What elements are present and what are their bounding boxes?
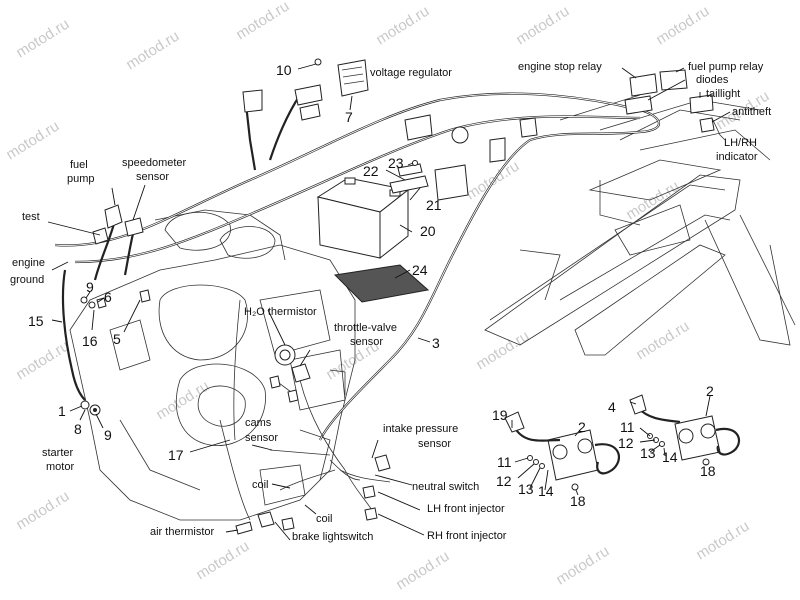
label-rh-front-injector: RH front injector [427,530,507,542]
label-lh-rh: LH/RH [724,137,757,149]
label-throttle-sensor: sensor [350,336,383,348]
callout-24: 24 [412,262,428,278]
connector-icon [104,204,123,229]
callout-12-left: 12 [496,473,512,489]
callout-10: 10 [276,62,292,78]
label-engine: engine [12,257,45,269]
callout-19: 19 [492,407,508,423]
leader-lines [47,63,731,541]
label-ground: ground [10,274,44,286]
label-h2o-thermistor: H₂O thermistor [244,306,317,318]
label-coil-upper: coil [252,479,269,491]
label-pump: pump [67,173,95,185]
label-brake-lightswitch: brake lightswitch [292,531,373,543]
label-antitheft: antitheft [732,106,771,118]
label-cams: cams [245,417,272,429]
callout-12-right: 12 [618,435,634,451]
callout-9-lower: 9 [104,427,112,443]
relay-icon [659,69,688,91]
label-air-thermistor: air thermistor [150,526,215,538]
label-intake-pressure: intake pressure [383,423,458,435]
callout-1: 1 [58,403,66,419]
watermark: motod.ru [233,0,292,43]
callout-numbers: 10 7 22 23 21 20 24 3 9 6 16 5 15 1 8 9 … [28,62,716,509]
callout-23: 23 [388,155,404,171]
label-starter: starter [42,447,74,459]
watermark: motod.ru [13,338,72,384]
callout-3: 3 [432,335,440,351]
watermark: motod.ru [13,16,72,62]
label-diodes: diodes [696,74,729,86]
label-speedometer-sensor: sensor [136,171,169,183]
watermark: motod.ru [473,328,532,374]
callout-16: 16 [82,333,98,349]
callout-7: 7 [345,109,353,125]
label-fuel: fuel [70,159,88,171]
label-taillight: taillight [706,88,740,100]
watermark: motod.ru [153,378,212,424]
watermark: motod.ru [553,543,612,589]
callout-15: 15 [28,313,44,329]
callout-2-left: 2 [578,419,586,435]
relay-icon [629,73,658,97]
spark-cap-icon [504,411,525,433]
watermark: motod.ru [653,3,712,49]
callout-9-upper: 9 [86,279,94,295]
battery-pad-icon [333,264,430,303]
label-indicator: indicator [716,151,758,163]
label-motor: motor [46,461,74,473]
label-cams-sensor: sensor [245,432,278,444]
callout-17: 17 [168,447,184,463]
labels: voltage regulator engine stop relay fuel… [10,61,771,543]
callout-14-left: 14 [538,483,554,499]
label-test: test [22,211,40,223]
watermark: motod.ru [3,118,62,164]
label-coil-lower: coil [316,513,333,525]
callout-14-right: 14 [662,449,678,465]
label-intake-sensor: sensor [418,438,451,450]
callout-21: 21 [426,197,442,213]
watermark: motod.ru [123,28,182,74]
diode-icon [624,95,653,115]
callout-20: 20 [420,223,436,239]
label-throttle-valve: throttle-valve [334,322,397,334]
label-speedometer: speedometer [122,157,187,169]
callout-11-right: 11 [620,419,635,435]
watermark: motod.ru [393,548,452,594]
callout-11-left: 11 [497,454,512,470]
callout-4: 4 [608,399,616,415]
callout-18-left: 18 [570,493,586,509]
callout-18-right: 18 [700,463,716,479]
label-voltage-regulator: voltage regulator [370,67,452,79]
watermark: motod.ru [623,178,682,224]
watermark: motod.ru [513,3,572,49]
components [80,58,741,535]
label-fuel-pump-relay: fuel pump relay [688,61,764,73]
brake-switch-icon [257,511,275,528]
label-engine-stop-relay: engine stop relay [518,61,602,73]
spark-cap-icon [629,394,647,415]
watermark: motod.ru [193,538,252,584]
callout-13-left: 13 [518,481,534,497]
watermark: motod.ru [693,518,752,564]
label-neutral-switch: neutral switch [412,481,479,493]
callout-13-right: 13 [640,445,656,461]
watermark: motod.ru [373,3,432,49]
callout-22: 22 [363,163,379,179]
callout-5: 5 [113,331,121,347]
voltage-regulator-icon [337,59,369,97]
watermark: motod.ru [13,488,72,534]
callout-2-right: 2 [706,383,714,399]
label-lh-front-injector: LH front injector [427,503,505,515]
callout-6: 6 [104,289,112,305]
callout-8: 8 [74,421,82,437]
engine-block [69,209,356,521]
air-thermistor-icon [235,521,253,535]
